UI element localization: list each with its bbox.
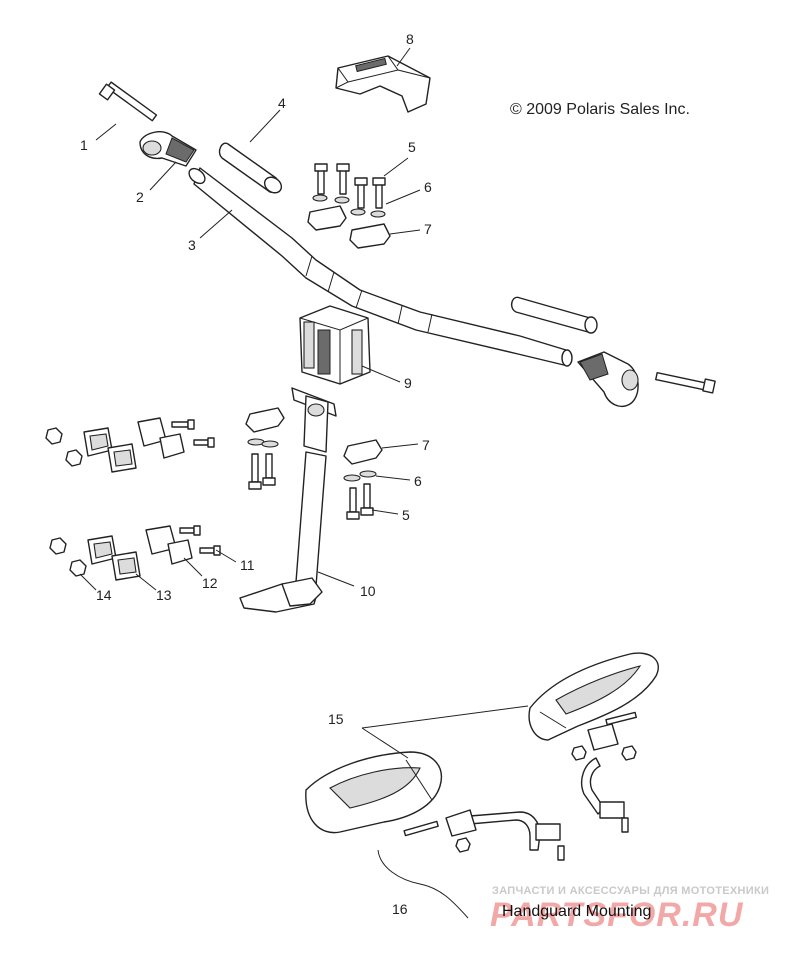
bar-end-right bbox=[577, 351, 639, 408]
bar-mount-part-9 bbox=[299, 305, 371, 385]
callout-10: 10 bbox=[360, 583, 376, 599]
bar-end-part-2 bbox=[139, 131, 197, 167]
callout-4: 4 bbox=[278, 95, 286, 111]
cable-clamp-group-lower bbox=[49, 525, 221, 581]
callout-13: 13 bbox=[156, 587, 172, 603]
callout-3: 3 bbox=[188, 237, 196, 253]
callout-6-upper: 6 bbox=[424, 179, 432, 195]
leader-2 bbox=[149, 161, 177, 191]
handguard-mounting-caption: Handguard Mounting bbox=[502, 903, 651, 920]
cable-clamp-group-upper bbox=[45, 417, 215, 473]
callout-7-lower: 7 bbox=[422, 437, 430, 453]
leader-16 bbox=[377, 849, 469, 919]
leader-10 bbox=[317, 571, 355, 587]
handguard-right bbox=[528, 652, 659, 741]
handlebar-pad bbox=[335, 55, 431, 113]
grip-right bbox=[510, 296, 598, 334]
callout-12: 12 bbox=[202, 575, 218, 591]
leader-13 bbox=[135, 573, 157, 591]
leader-1 bbox=[95, 123, 117, 141]
copyright-text: © 2009 Polaris Sales Inc. bbox=[510, 101, 690, 118]
upper-clamp-set bbox=[307, 163, 391, 249]
leader-14 bbox=[79, 573, 97, 591]
leader-15b bbox=[361, 727, 409, 759]
callout-16: 16 bbox=[392, 901, 408, 917]
watermark-tagline: ЗАПЧАСТИ И АКСЕССУАРЫ ДЛЯ МОТОТЕХНИКИ bbox=[492, 885, 769, 897]
callout-1: 1 bbox=[80, 137, 88, 153]
handlebar-part-3 bbox=[188, 167, 573, 367]
leader-12 bbox=[183, 557, 203, 577]
leader-8 bbox=[396, 47, 411, 67]
bolt-right bbox=[655, 371, 716, 394]
steering-post-part-10 bbox=[239, 387, 337, 613]
bolt-part-1 bbox=[98, 81, 158, 122]
leader-7b bbox=[381, 443, 419, 449]
leader-5a bbox=[383, 157, 409, 177]
callout-14: 14 bbox=[96, 587, 112, 603]
leader-6a bbox=[385, 189, 421, 205]
callout-5-lower: 5 bbox=[402, 507, 410, 523]
lower-clamp-set bbox=[245, 407, 383, 520]
leader-15a bbox=[361, 705, 529, 729]
watermark-logo: PARTSFOR.RU bbox=[490, 896, 744, 934]
callout-5-upper: 5 bbox=[408, 139, 416, 155]
callout-9: 9 bbox=[404, 375, 412, 391]
callout-8: 8 bbox=[406, 31, 414, 47]
callout-15: 15 bbox=[328, 711, 344, 727]
callout-7-upper: 7 bbox=[424, 221, 432, 237]
leader-9 bbox=[361, 365, 401, 383]
leader-6b bbox=[375, 475, 411, 481]
handguard-left bbox=[305, 751, 443, 834]
callout-11: 11 bbox=[240, 557, 255, 573]
leader-3 bbox=[199, 209, 233, 239]
callout-2: 2 bbox=[136, 189, 144, 205]
leader-4 bbox=[249, 109, 281, 143]
callout-6-lower: 6 bbox=[414, 473, 422, 489]
leader-7a bbox=[389, 229, 421, 235]
leader-5b bbox=[371, 509, 399, 515]
grip-part-4 bbox=[218, 142, 283, 194]
handguard-mount-hardware bbox=[403, 711, 637, 861]
leader-11 bbox=[215, 549, 237, 563]
